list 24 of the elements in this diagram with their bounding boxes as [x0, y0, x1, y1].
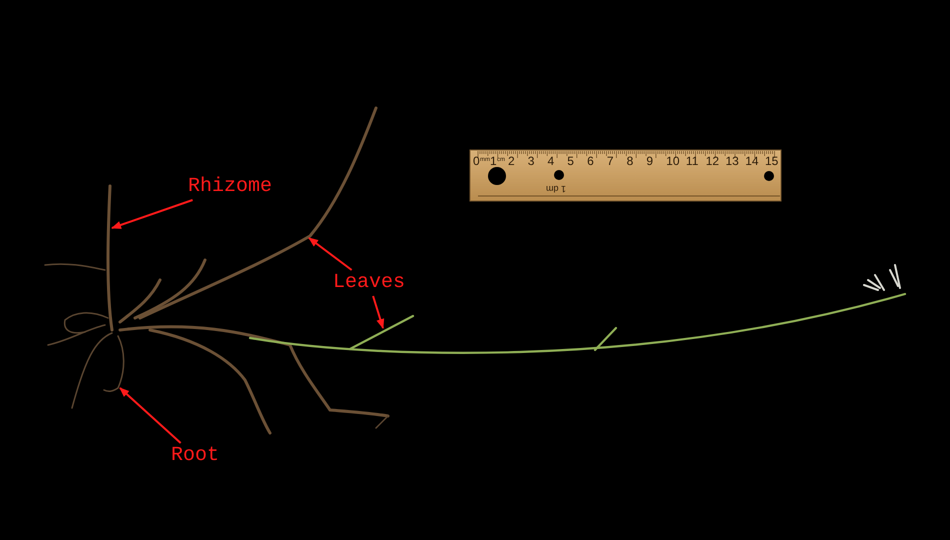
ruler-number: 5 — [567, 155, 574, 168]
ruler-number: 10 — [666, 155, 680, 168]
ruler-number: 15 — [765, 155, 778, 168]
ruler-number: 1 — [490, 155, 497, 168]
ruler-number: 7 — [606, 155, 614, 168]
ruler-number: 6 — [587, 155, 594, 168]
part-label: Rhizome — [188, 176, 272, 198]
ruler-number: 0 — [473, 155, 480, 168]
ruler-number: 2 — [508, 155, 515, 168]
leader-arrow — [111, 199, 193, 229]
ruler-number: 4 — [548, 155, 554, 168]
leader-arrow — [308, 237, 352, 271]
leader-arrow — [372, 296, 384, 329]
ruler-number: 12 — [706, 155, 720, 168]
ruler-number: 9 — [646, 155, 654, 168]
leader-arrow — [119, 387, 182, 444]
ruler-number: 11 — [686, 155, 698, 168]
ruler-unit-label: 1 dm — [546, 183, 566, 195]
ruler-number: 8 — [626, 155, 634, 168]
ruler-number: 3 — [528, 155, 534, 168]
ruler-number: 14 — [745, 155, 759, 168]
part-label: Leaves — [333, 272, 406, 294]
ruler-number: 13 — [725, 155, 739, 168]
part-label: Root — [171, 445, 220, 467]
